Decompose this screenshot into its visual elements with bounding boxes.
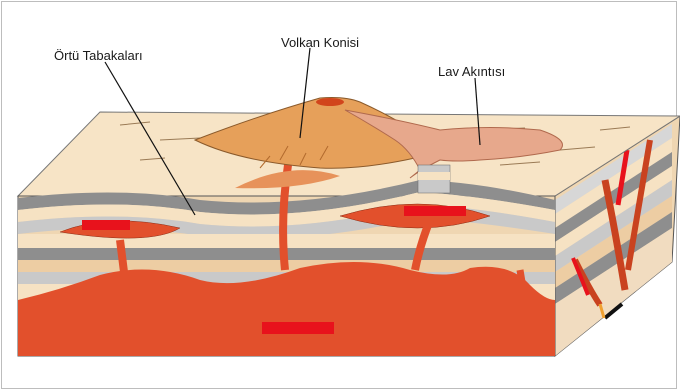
- volcano-cone-label: Volkan Konisi: [281, 35, 359, 50]
- lava-flow-label: Lav Akıntısı: [438, 64, 505, 79]
- cover-layers-label: Örtü Tabakaları: [54, 48, 143, 63]
